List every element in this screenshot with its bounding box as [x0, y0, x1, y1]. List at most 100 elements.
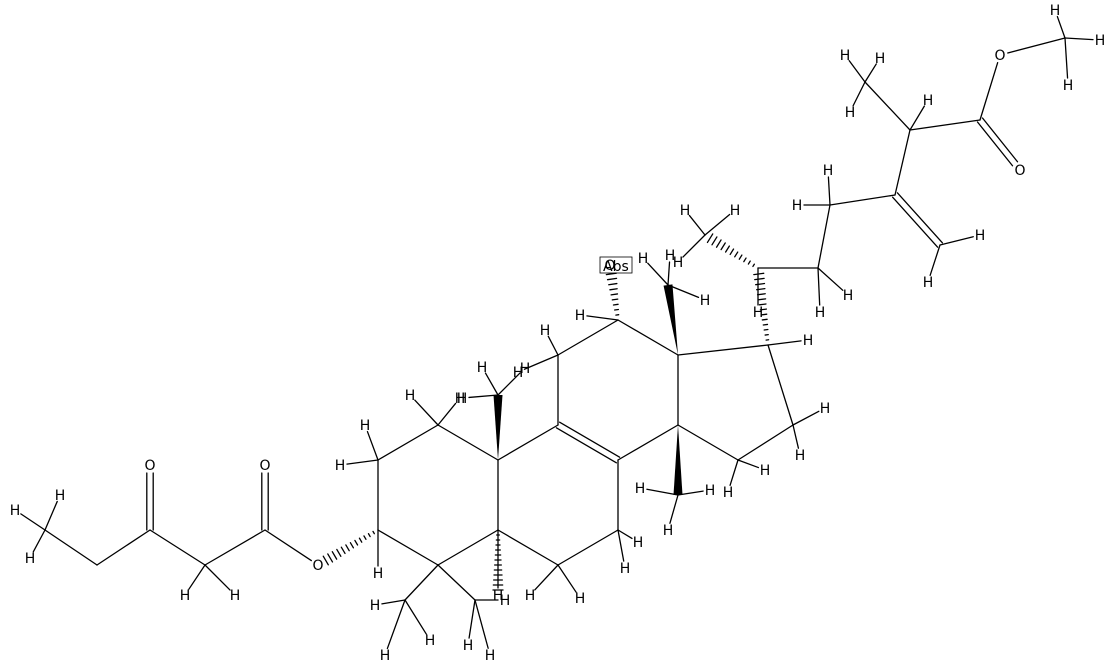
bonds-layer [20, 15, 1094, 650]
hydrogen-bond [1064, 37, 1069, 79]
hydrogen-atom-label: H [1050, 3, 1061, 19]
single-bond [617, 319, 679, 356]
hydrogen-bond [646, 488, 679, 496]
hydrogen-bond [929, 244, 941, 276]
stereo-hash-bond-segment [738, 254, 743, 260]
hydrogen-atom-label: H [792, 198, 803, 214]
atom-label-background [258, 458, 272, 472]
hydrogen-atom-label: H [230, 588, 241, 604]
hydrogen-atom-label: H [575, 591, 586, 607]
hydrogen-atom-label: H [500, 593, 511, 609]
single-bond [44, 529, 98, 566]
stereo-hash-bond-segment [754, 277, 765, 281]
hydrogen-atom-label: H [380, 648, 391, 664]
hydrogen-bond [647, 262, 669, 286]
single-bond [437, 424, 499, 461]
stereo-hash-bond-segment [747, 260, 751, 265]
hydrogen-atom-label: H [820, 401, 831, 417]
hydrogen-bond [188, 564, 206, 590]
hydrogen-atom-label: H [633, 535, 644, 551]
stereo-hash-bond-segment [752, 263, 756, 268]
atom-label-background [143, 458, 157, 472]
double-bond-line [981, 117, 1019, 163]
hydrogen-bond [617, 529, 633, 540]
hydrogen-bond [44, 500, 58, 531]
hydrogen-atom-label: H [753, 305, 764, 321]
hydrogen-atom-label: H [638, 251, 649, 267]
stereo-hash-bond-segment [734, 251, 739, 258]
abs-stereo-box [599, 256, 633, 274]
double-bond-line [558, 421, 621, 458]
double-bond-line [976, 121, 1014, 167]
oxygen-atom-label: O [604, 258, 615, 274]
hydrogen-atom-label: H [180, 588, 191, 604]
hydrogen-bond [939, 236, 974, 246]
single-bond [829, 194, 896, 206]
stereo-hash-bond-segment [327, 553, 334, 563]
stereo-hash-bond-segment [367, 532, 371, 538]
hydrogen-atom-label: H [663, 523, 674, 539]
stereo-hash-bond-segment [729, 248, 735, 256]
hydrogen-bond [32, 529, 46, 553]
hydrogen-bond [909, 105, 926, 131]
hydrogen-atom-label: H [620, 561, 631, 577]
hydrogen-bond [792, 410, 820, 426]
oxygen-atom-label: O [259, 458, 270, 474]
hydrogen-atom-label: H [673, 255, 684, 271]
stereo-hash-bond-segment [711, 236, 718, 246]
hydrogen-atom-label: H [1063, 78, 1074, 94]
hydrogen-atom-label: H [803, 333, 814, 349]
single-bond [204, 529, 266, 566]
hydrogen-bond [827, 176, 831, 206]
stereo-hash-bond-segment [755, 287, 766, 291]
hydrogen-atom-label: H [815, 305, 826, 321]
hydrogen-bond [688, 214, 706, 236]
hydrogen-bond [667, 261, 671, 286]
stereo-hash-bond-segment [611, 298, 619, 301]
stereo-wedges-layer [493, 284, 683, 495]
stereo-hashes-layer [322, 233, 770, 591]
hydrogen-atom-label: H [373, 566, 384, 582]
hydrogen-bond [346, 459, 379, 465]
hydrogen-bond [767, 340, 802, 346]
hydrogen-bond [386, 599, 406, 650]
hydrogen-atom-label: H [25, 551, 36, 567]
hydrogen-atom-label: H [840, 48, 851, 64]
hydrogen-bond [848, 59, 866, 83]
single-bond [767, 344, 794, 426]
hydrogen-atom-label: H [635, 481, 646, 497]
hydrogen-bond [474, 599, 489, 649]
single-bond [497, 424, 559, 461]
stereo-hash-bond-segment [354, 539, 359, 546]
double-bond-line [896, 192, 944, 244]
single-bond [894, 129, 911, 196]
stereo-hash-bond-segment [331, 550, 338, 560]
hydrogen-bond [817, 267, 844, 291]
hydrogen-bond [557, 564, 577, 593]
hydrogen-bond [792, 424, 800, 449]
stereo-hash-bond-segment [322, 555, 329, 566]
atom-label-background [311, 558, 325, 572]
hydrogen-bond [534, 564, 559, 591]
single-bond [377, 529, 439, 566]
stereo-hash-bond-segment [720, 242, 726, 251]
hydrogen-atom-label: H [457, 391, 468, 407]
double-bond-line [891, 196, 939, 248]
hydrogen-bond [852, 81, 866, 107]
hydrogen-atom-label: H [525, 588, 536, 604]
single-bond [677, 424, 739, 461]
stereo-hash-bond-segment [605, 272, 617, 276]
double-bond-line [555, 427, 618, 464]
hydrogen-atom-label: H [845, 105, 856, 121]
hydrogen-atom-label: H [705, 483, 716, 499]
hydrogen-bond [468, 394, 499, 399]
hydrogen-atom-label: H [477, 360, 488, 376]
single-bond [557, 529, 619, 566]
hydrogen-bond [468, 599, 476, 639]
hydrogen-bond [704, 213, 731, 236]
hydrogen-atom-label: H [665, 248, 676, 264]
single-bond [497, 529, 559, 566]
single-bond [404, 564, 439, 601]
